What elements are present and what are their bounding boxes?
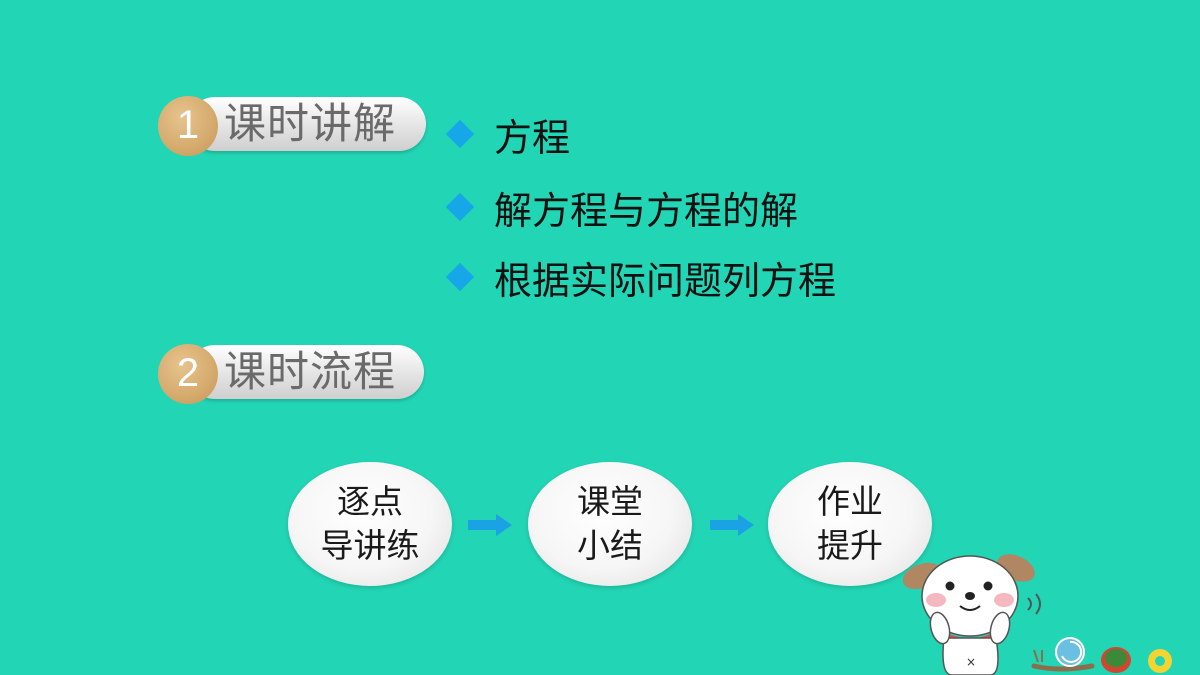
flow-node-line: 逐点 [337, 482, 403, 521]
svg-text:×: × [966, 655, 976, 669]
topic-item: 方程 [444, 110, 570, 160]
flow-node-line: 作业 [817, 482, 883, 521]
section-title: 课时流程 [224, 347, 397, 396]
section-header-lesson-explanation: 课时讲解 1 [158, 96, 426, 156]
topic-text: 根据实际问题列方程 [494, 258, 837, 303]
topic-item: 解方程与方程的解 [444, 183, 798, 233]
topic-item: 根据实际问题列方程 [444, 253, 836, 303]
diamond-icon [445, 262, 475, 292]
flow-node-line: 导讲练 [320, 526, 420, 565]
section-pill [188, 97, 426, 151]
flow-node-line: 小结 [577, 526, 643, 565]
diamond-icon [445, 119, 475, 149]
puppy-illustration: × [902, 554, 1041, 675]
arrow-right-icon [710, 514, 754, 536]
flow-node-summary: 课堂 小结 [528, 462, 692, 586]
flow-node-homework: 作业 提升 [768, 462, 932, 586]
arrow-right-icon [468, 514, 512, 536]
section-title: 课时讲解 [224, 99, 397, 148]
section-pill [188, 345, 424, 399]
section-number-badge: 2 [158, 344, 218, 404]
section-header-lesson-flow: 课时流程 2 [158, 344, 426, 404]
flow-node-practice: 逐点 导讲练 [288, 462, 452, 586]
snail-illustration [1031, 637, 1095, 672]
diamond-icon [445, 192, 475, 222]
flow-node-line: 提升 [817, 526, 883, 565]
flow-node-line: 课堂 [577, 482, 643, 521]
topic-text: 解方程与方程的解 [494, 188, 799, 233]
topic-text: 方程 [494, 115, 571, 160]
section-number-badge: 1 [158, 96, 218, 156]
green-pot-decoration [1101, 647, 1131, 673]
yellow-ring-decoration [1148, 649, 1172, 673]
